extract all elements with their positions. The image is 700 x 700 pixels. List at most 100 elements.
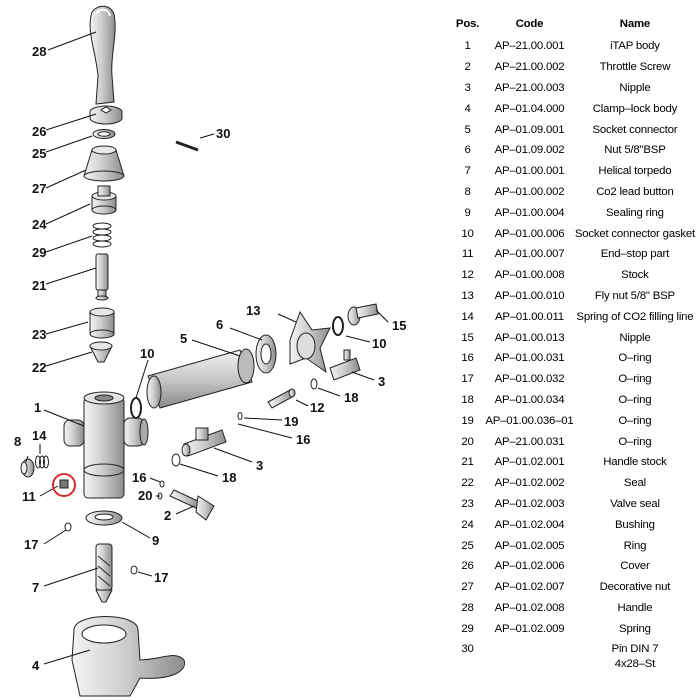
header-pos: Pos. [455, 18, 480, 30]
cell-name: O–ring [618, 393, 652, 406]
callout-20: 20 [138, 488, 152, 503]
header-name: Name [619, 18, 651, 30]
part-19-oring [237, 412, 243, 420]
part-26-cover [89, 105, 123, 125]
callout-27: 27 [32, 181, 46, 196]
cell-code: AP–01.00.011 [494, 310, 564, 323]
cell-name: O–ring [618, 414, 652, 427]
cell-name: Spring [619, 622, 651, 635]
cell-pos: 24 [461, 518, 474, 531]
part-18-oring-lower [171, 453, 181, 467]
cell-pos: 8 [464, 185, 471, 198]
cell-name: O–ring [618, 435, 652, 448]
cell-name: Nipple [619, 81, 651, 94]
cell-name: Nut 5/8"BSP [604, 144, 666, 157]
part-12-stock [267, 388, 296, 409]
table-row: 14 AP–01.00.011 Spring of CO2 filling line [451, 306, 695, 327]
callout-9: 9 [152, 533, 159, 548]
cell-pos: 29 [461, 622, 474, 635]
cell-code: AP–01.09.002 [494, 144, 565, 157]
cell-code: AP–01.02.004 [494, 518, 565, 531]
cell-name: Sealing ring [606, 206, 664, 219]
cell-code: AP–21.00.002 [494, 61, 565, 74]
cell-code: AP–01.02.001 [494, 456, 565, 469]
cell-pos: 10 [461, 227, 474, 240]
cell-pos: 5 [464, 123, 471, 136]
header-code: Code [515, 18, 544, 30]
cell-code: AP–01.00.004 [494, 206, 565, 219]
cell-pos: 13 [461, 289, 474, 302]
cell-code: AP–21.00.001 [494, 40, 565, 53]
cell-code: AP–01.00.008 [494, 269, 565, 282]
cell-name: Co2 lead button [596, 185, 674, 198]
callout-29: 29 [32, 245, 46, 260]
cell-name: Clamp–lock body [592, 102, 678, 115]
part-10-gasket-body [130, 397, 142, 419]
callout-1: 1 [34, 400, 41, 415]
callout-11: 11 [22, 489, 36, 504]
cell-name: Ring [623, 539, 647, 552]
cell-name: O–ring [618, 352, 652, 365]
cell-pos: 3 [464, 81, 471, 94]
cell-pos: 20 [461, 435, 474, 448]
part-28-handle [89, 5, 116, 105]
part-18-oring-upper [310, 378, 318, 390]
callout-22: 22 [32, 360, 46, 375]
cell-code: AP–01.00.013 [494, 331, 565, 344]
part-17-oring-right [130, 565, 138, 575]
cell-code: AP–21.00.031 [494, 435, 565, 448]
cell-pos: 15 [461, 331, 474, 344]
cell-pos: 27 [461, 581, 474, 594]
part-15-nipple [347, 303, 379, 326]
part-27-decorative-nut [83, 145, 125, 182]
callout-18-lower: 18 [222, 470, 236, 485]
callout-23: 23 [32, 327, 46, 342]
table-row: 20 AP–21.00.031 O–ring [451, 431, 695, 452]
part-30-pin [175, 140, 199, 152]
cell-name: iTAP body [610, 40, 660, 53]
part-25-ring [92, 129, 116, 139]
callout-30: 30 [216, 126, 230, 141]
cell-pos: 14 [461, 310, 474, 323]
cell-name: Fly nut 5/8" BSP [594, 289, 675, 302]
cell-name: Socket connector [592, 123, 678, 136]
cell-pos: 2 [464, 61, 471, 74]
callout-7: 7 [32, 580, 39, 595]
callout-labels: 28 26 25 27 24 29 21 23 22 30 1 8 14 11 … [14, 44, 406, 673]
cell-pos: 11 [461, 248, 474, 261]
cell-pos: 18 [461, 393, 474, 406]
cell-pos: 16 [461, 352, 474, 365]
cell-code: AP–01.02.007 [494, 581, 565, 594]
callout-19: 19 [284, 414, 298, 429]
part-11-end-stop [59, 479, 69, 489]
cell-code: AP–01.00.007 [494, 248, 565, 261]
cell-name: Valve seal [610, 497, 660, 510]
cell-name: Spring of CO2 filling line [576, 310, 694, 323]
cell-pos: 21 [461, 456, 474, 469]
cell-name: Seal [623, 477, 646, 490]
callout-28: 28 [32, 44, 46, 59]
cell-pos: 19 [461, 414, 474, 427]
part-7-helical-torpedo [95, 543, 113, 603]
part-22-seal [89, 341, 113, 363]
callout-3-upper: 3 [378, 374, 385, 389]
cell-name: Handle [617, 601, 653, 614]
part-10-gasket-nipple [332, 316, 344, 336]
cell-code: AP–21.00.003 [494, 81, 565, 94]
cell-code: AP–01.02.006 [494, 560, 565, 573]
